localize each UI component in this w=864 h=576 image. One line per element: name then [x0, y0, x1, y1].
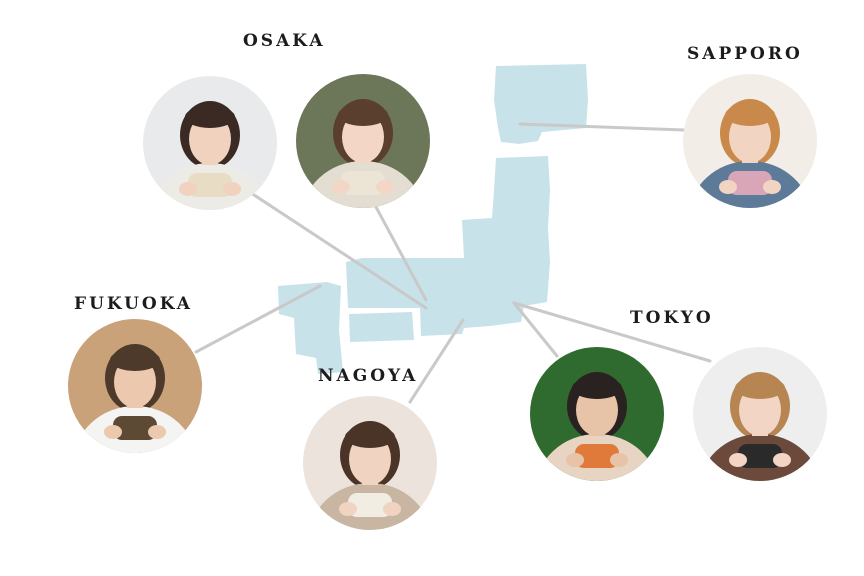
person-clothing: [308, 483, 432, 530]
person-photos: [68, 74, 827, 530]
hokkaido-island: [494, 64, 588, 144]
honshu-island: [346, 156, 550, 336]
photo-osaka: [143, 76, 277, 210]
person-bangs: [338, 104, 388, 126]
person-bangs: [725, 104, 775, 126]
person-clothing: [148, 163, 272, 210]
person-hand-left: [179, 182, 197, 196]
photo-content: [530, 347, 664, 481]
person-hand-right: [763, 180, 781, 194]
person-clothing: [535, 434, 659, 481]
person-hand-left: [104, 425, 122, 439]
city-label-fukuoka: FUKUOKA: [74, 294, 193, 314]
handmade-item: [341, 171, 385, 195]
person-hand-right: [610, 453, 628, 467]
city-label-nagoya: NAGOYA: [318, 366, 419, 386]
handmade-item: [348, 493, 392, 517]
photo-tokyo: [530, 347, 664, 481]
person-bangs: [110, 349, 160, 371]
person-bangs: [735, 377, 785, 399]
shikoku-island: [349, 312, 414, 342]
photo-content: [683, 74, 817, 208]
connector-nagoya: [408, 318, 465, 404]
connector-lines: [194, 122, 712, 404]
person-hand-left: [332, 180, 350, 194]
handmade-item: [188, 173, 232, 197]
connector-osaka-1: [246, 189, 428, 310]
city-label-tokyo: TOKYO: [630, 308, 714, 328]
photo-nagoya: [303, 396, 437, 530]
person-hand-right: [148, 425, 166, 439]
person-hand-left: [339, 502, 357, 516]
japan-map: [278, 64, 588, 374]
handmade-item: [738, 444, 782, 468]
connector-tokyo-2: [512, 301, 712, 363]
kyushu-island: [278, 282, 343, 374]
photo-tokyo: [693, 347, 827, 481]
person-hand-left: [719, 180, 737, 194]
connector-tokyo-1: [512, 301, 559, 358]
person-clothing: [73, 406, 197, 453]
photo-content: [693, 347, 827, 481]
person-bangs: [572, 377, 622, 399]
person-bangs: [345, 426, 395, 448]
handmade-item: [575, 444, 619, 468]
connector-fukuoka: [194, 284, 322, 354]
person-hand-right: [773, 453, 791, 467]
person-clothing: [301, 161, 425, 208]
person-hand-right: [376, 180, 394, 194]
photo-content: [296, 74, 430, 208]
handmade-item: [728, 171, 772, 195]
photo-osaka: [296, 74, 430, 208]
person-hand-right: [223, 182, 241, 196]
photo-content: [68, 319, 202, 453]
photo-content: [303, 396, 437, 530]
photo-content: [143, 76, 277, 210]
person-hand-left: [729, 453, 747, 467]
photo-fukuoka: [68, 319, 202, 453]
city-label-osaka: OSAKA: [243, 31, 326, 51]
handmade-item: [113, 416, 157, 440]
person-bangs: [185, 106, 235, 128]
connector-sapporo: [518, 122, 686, 132]
person-clothing: [688, 161, 812, 208]
photo-sapporo: [683, 74, 817, 208]
person-hand-right: [383, 502, 401, 516]
person-clothing: [698, 434, 822, 481]
city-label-sapporo: SAPPORO: [687, 44, 803, 64]
person-hand-left: [566, 453, 584, 467]
connector-osaka-2: [374, 205, 428, 302]
